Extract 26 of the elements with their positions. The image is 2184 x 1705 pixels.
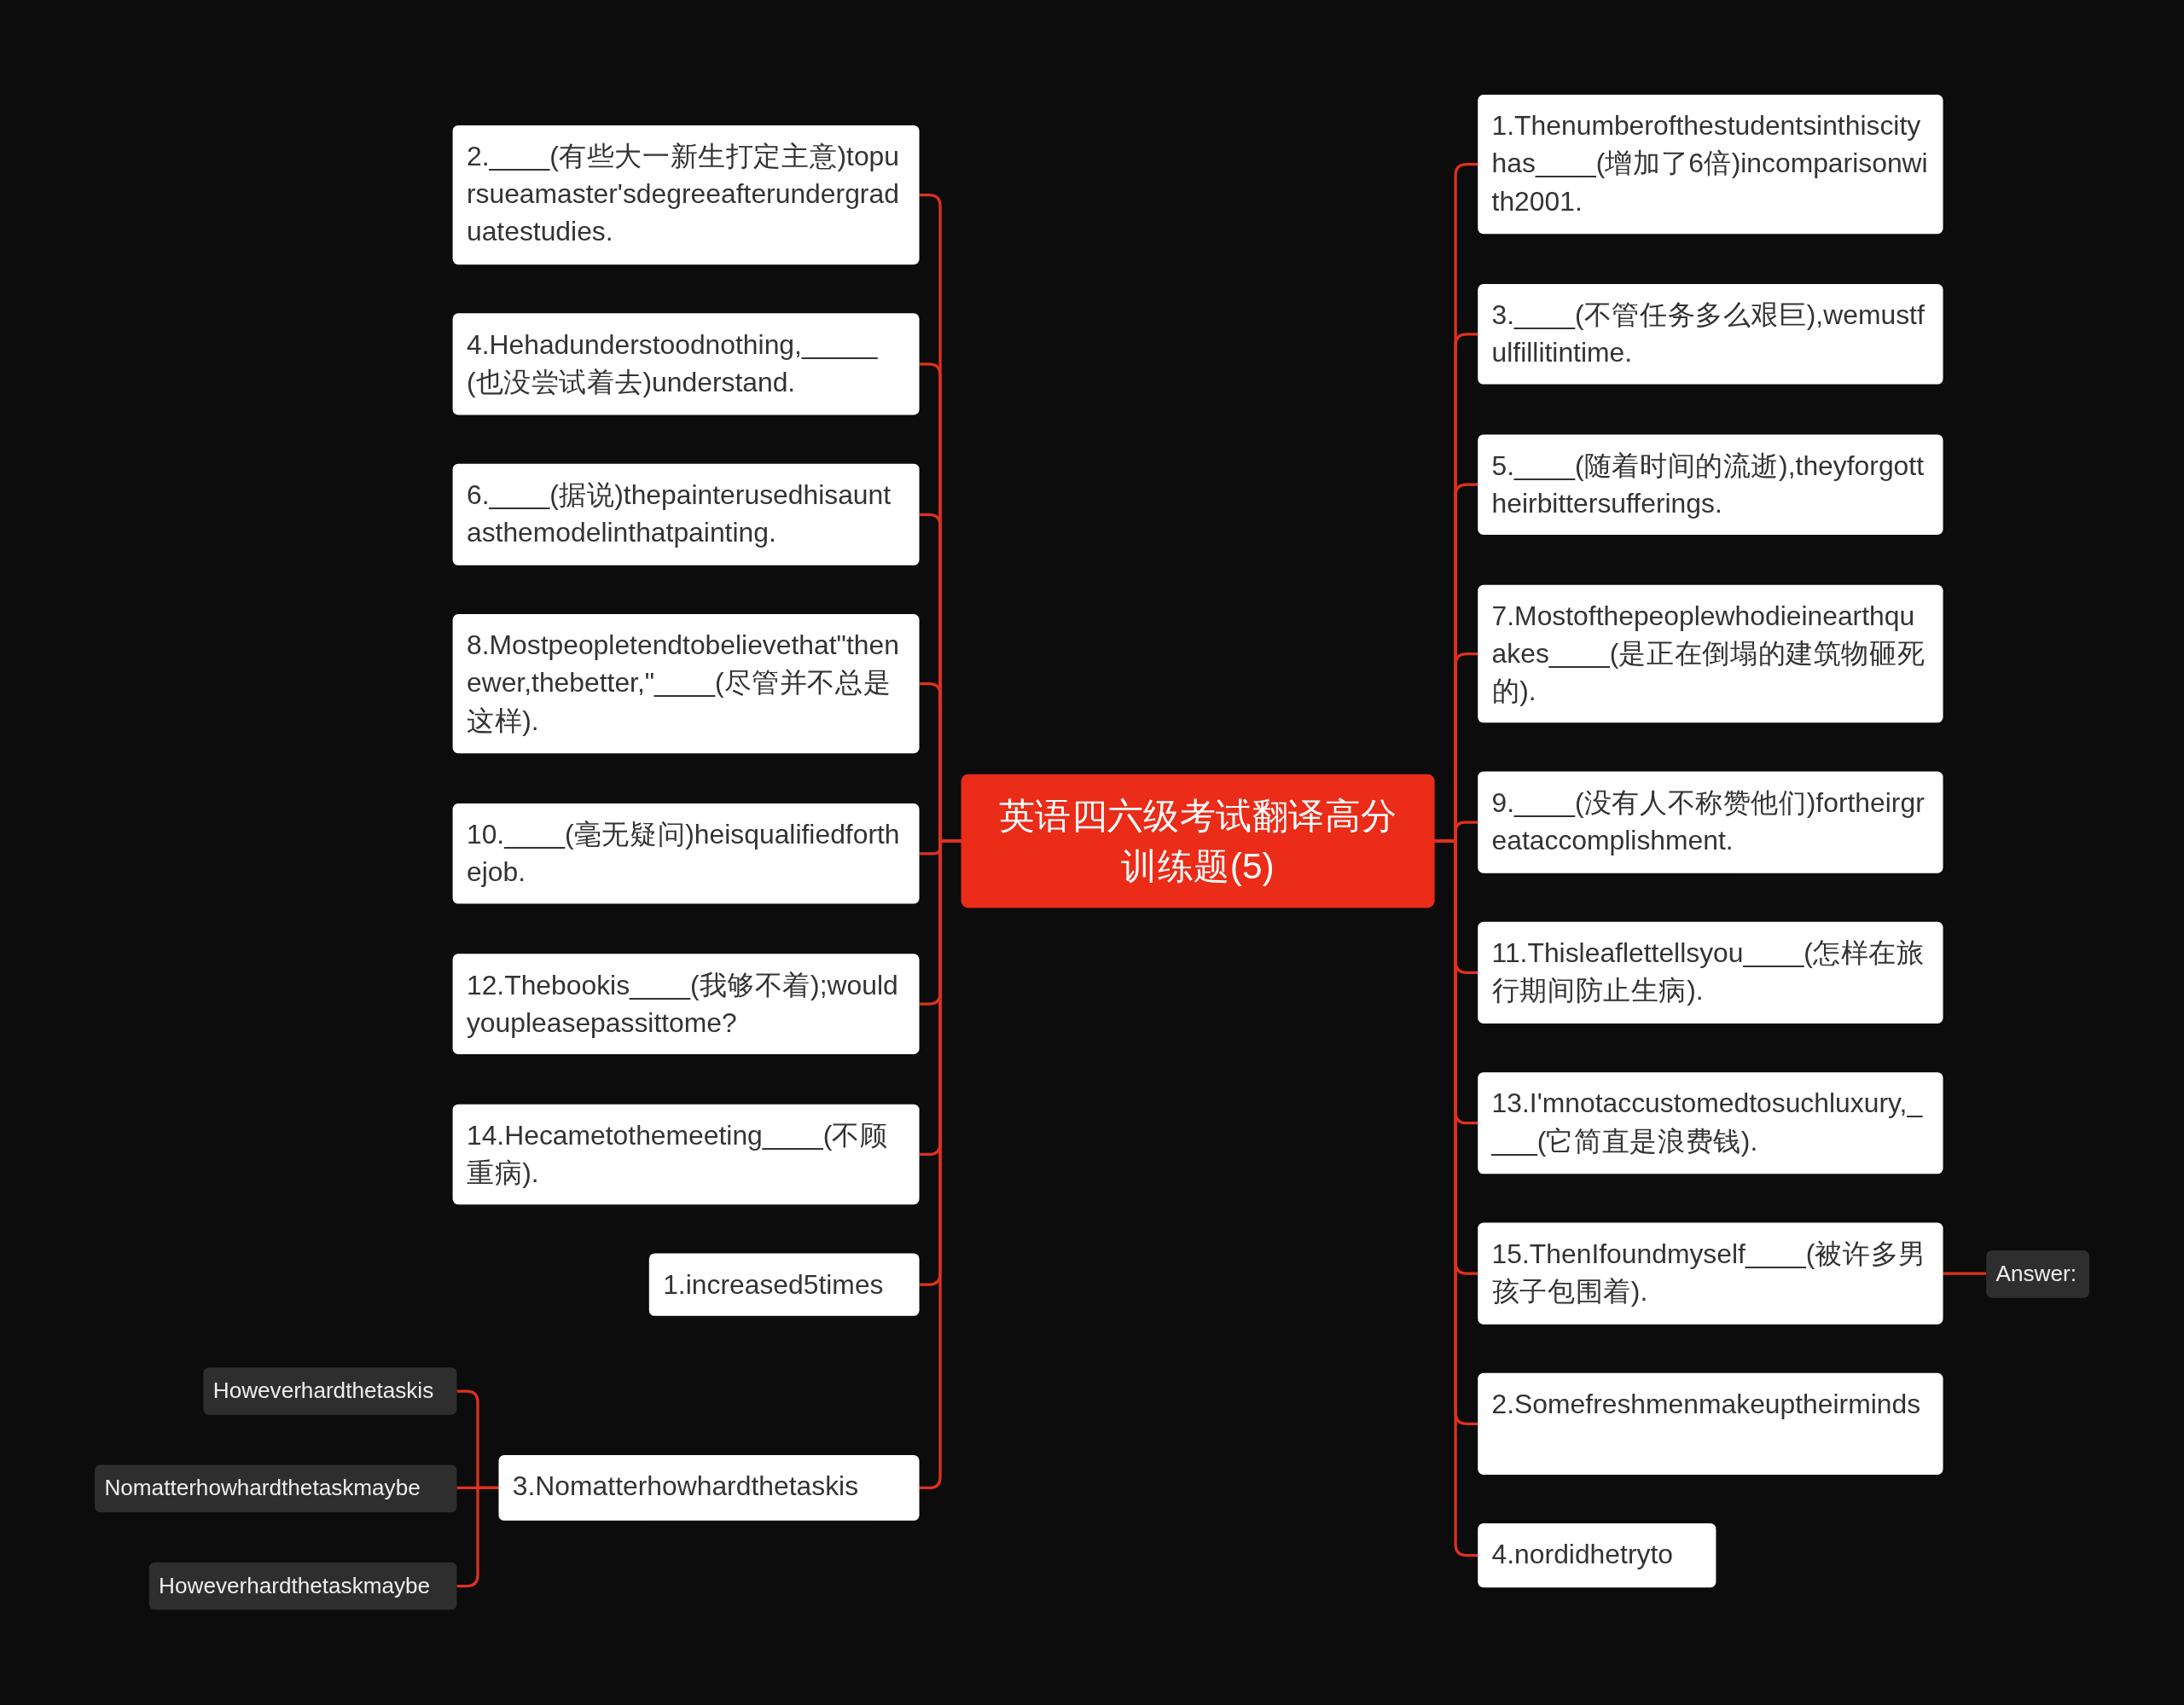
question-card: 3.Nomatterhowhardthetaskis [498,1455,920,1521]
question-card: 14.Hecametothemeeting____(不顾重病). [452,1104,920,1205]
question-card: 12.Thebookis____(我够不着);wouldyoupleasepassittome? [452,954,920,1054]
topic-box: 英语四六级考试翻译高分训练题(5) [961,774,1435,908]
connector-line [1943,1272,1987,1275]
question-card: 1.Thenumberofthestudentsinthiscityhas____(增加了6倍)incomparisonwith2001. [1478,95,1943,235]
question-card: 2.Somefreshmenmakeuptheirminds [1478,1372,1943,1475]
question-card: 5.____(随着时间的流逝),theyforgottheirbittersufferings. [1478,434,1943,535]
question-card: 10.____(毫无疑问)heisqualifiedforthejob. [452,803,920,904]
question-card: 13.I'mnotaccustomedtosuchluxury,____(它简直是浪费钱). [1478,1072,1943,1174]
answer-tag: Answer: [1986,1250,2089,1298]
question-card: 11.Thisleaflettellsyou____(怎样在旅行期间防止生病). [1478,921,1943,1024]
connector-line [456,1486,499,1588]
question-card: 6.____(据说)thepainterusedhisauntasthemodelinthatpainting. [452,463,920,565]
question-card: 8.Mostpeopletendtobelievethat"thenewer,thebetter,"____(尽管并不总是这样). [452,614,920,754]
question-card: 4.nordidhetryto [1478,1523,1716,1588]
question-card: 15.ThenIfoundmyself____(被许多男孩子包围着). [1478,1222,1943,1325]
answer-tag: Howeverhardthetaskmaybe [148,1562,457,1610]
question-card: 4.Hehadunderstoodnothing,_____(也没尝试着去)understand. [452,313,920,415]
answer-tag: Howeverhardthetaskis [203,1367,457,1415]
answer-tag: Nomatterhowhardthetaskmaybe [95,1464,457,1513]
question-card: 2.____(有些大一新生打定主意)topursueamaster'sdegreeafterundergraduatestudies. [452,125,920,265]
question-card: 1.increased5times [648,1253,920,1316]
question-card: 9.____(没有人不称赞他们)fortheirgreataccomplishment. [1478,771,1943,873]
question-card: 3.____(不管任务多么艰巨),wemustfulfillitintime. [1478,284,1943,385]
question-card: 7.Mostofthepeoplewhodieinearthquakes____(是正在倒塌的建筑物砸死的). [1478,584,1943,723]
